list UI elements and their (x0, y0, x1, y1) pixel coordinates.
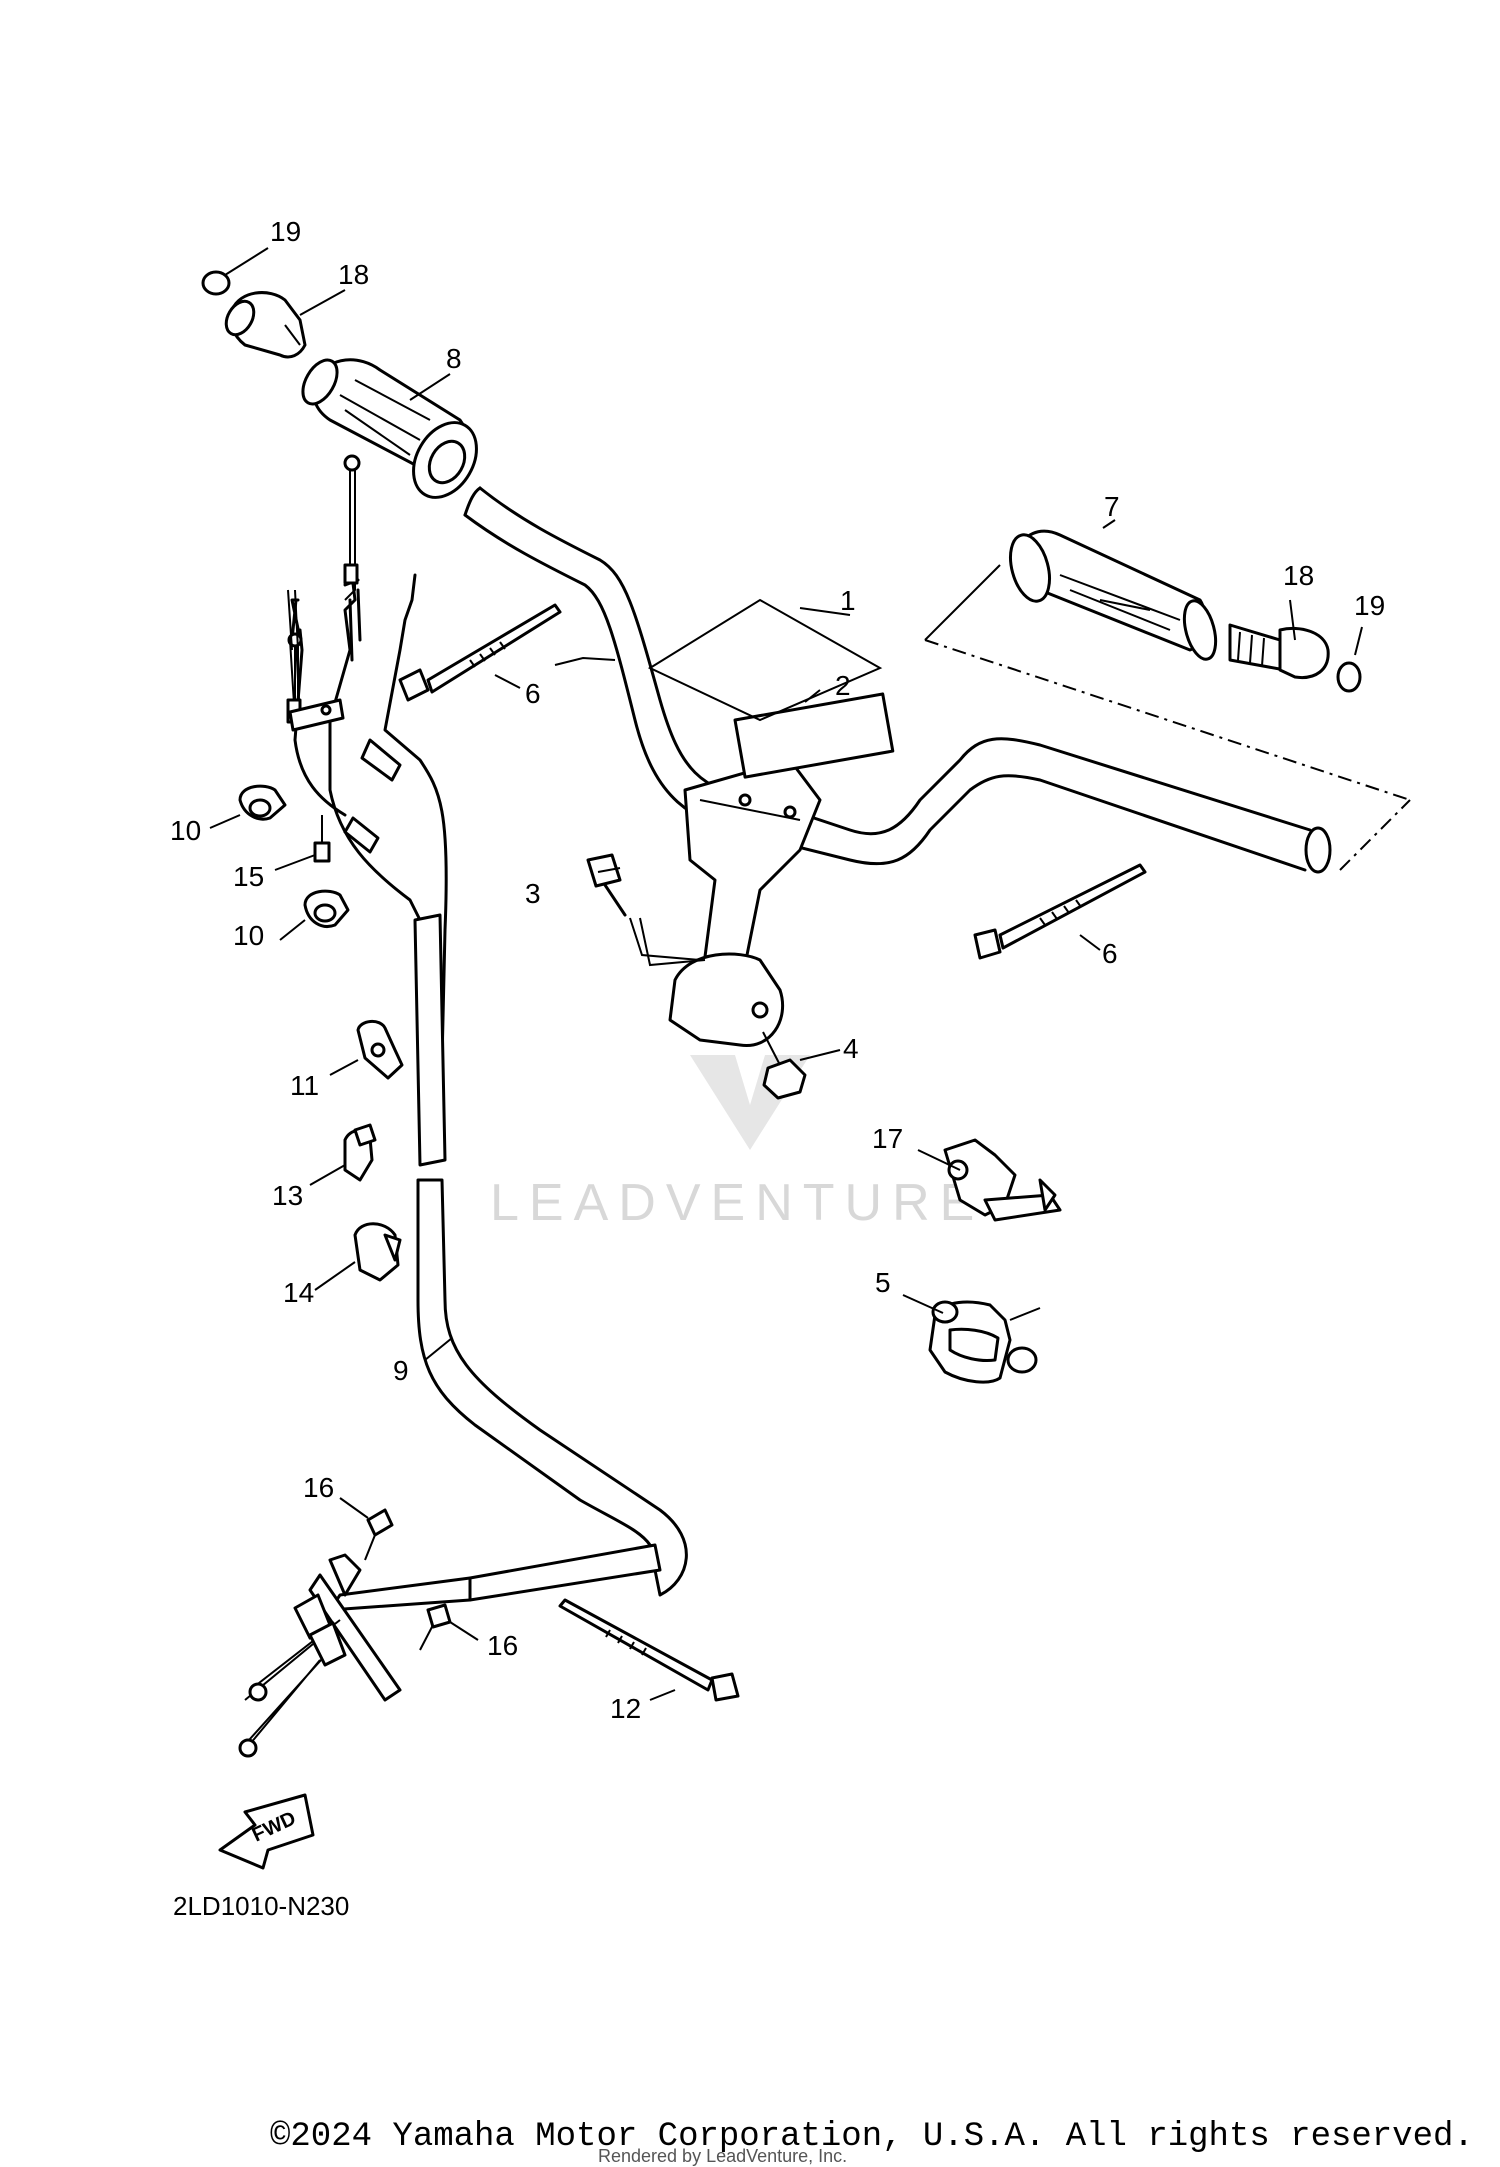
callout-15: 15 (233, 861, 264, 892)
callout-19-right: 19 (1354, 590, 1385, 621)
callout-1: 1 (840, 585, 856, 616)
switch-17 (943, 1138, 1062, 1222)
nut-4 (762, 1031, 807, 1100)
callout-5: 5 (875, 1267, 891, 1298)
throttle-cable (238, 573, 688, 1758)
fwd-arrow-icon: FWD (218, 1793, 315, 1870)
callouts: 19 18 8 1 2 6 6 7 18 19 3 4 17 5 10 15 1… (170, 216, 1385, 1724)
handlebar-holder (668, 758, 822, 1047)
bolt-16-lower (419, 1603, 452, 1651)
callout-9: 9 (393, 1355, 409, 1386)
callout-11: 11 (290, 1070, 319, 1101)
callout-18-left: 18 (338, 259, 369, 290)
cable-tie-upper (398, 603, 562, 702)
callout-16-lower: 16 (487, 1630, 518, 1661)
callout-16-upper: 16 (303, 1472, 334, 1503)
callout-7: 7 (1104, 491, 1120, 522)
callout-6-upper: 6 (525, 678, 541, 709)
bar-end-weight-right (1228, 623, 1330, 680)
grip-right (1009, 529, 1218, 661)
callout-12: 12 (610, 1693, 641, 1724)
bar-end-cap-right (1336, 661, 1362, 693)
upper-cable-ends (286, 454, 402, 854)
callout-19-left: 19 (270, 216, 301, 247)
callout-14: 14 (283, 1277, 314, 1308)
grip-left (301, 358, 478, 499)
assembly-lines (639, 564, 1411, 967)
handlebar-pad (733, 692, 895, 779)
callout-13: 13 (272, 1180, 303, 1211)
clamp-10-lower (303, 889, 350, 928)
callout-10-lower: 10 (233, 920, 264, 951)
drawing-code: 2LD1010-N230 (173, 1891, 349, 1921)
bolt-3 (586, 853, 701, 961)
callout-4: 4 (843, 1033, 859, 1064)
bolt-16-upper (364, 1508, 394, 1561)
lever-5 (928, 1300, 1041, 1384)
watermark-text: LEADVENTURE (490, 1174, 984, 1232)
clip-11 (356, 1020, 404, 1080)
watermark: LEADVENTURE (490, 1055, 984, 1232)
callout-17: 17 (872, 1123, 903, 1154)
cable-tie-right (973, 863, 1147, 960)
rendered-by-notice: Rendered by LeadVenture, Inc. (598, 2146, 848, 2166)
copyright-notice: ©2024 Yamaha Motor Corporation, U.S.A. A… (270, 2118, 1474, 2156)
bar-end-weight-left (224, 291, 307, 359)
callout-8: 8 (446, 343, 462, 374)
clip-14 (353, 1222, 402, 1282)
handlebar (463, 486, 1332, 874)
callout-3: 3 (525, 878, 541, 909)
clip-13 (343, 1123, 377, 1182)
bar-end-cap-left (201, 270, 231, 296)
callout-18-right: 18 (1283, 560, 1314, 591)
callout-10-upper: 10 (170, 815, 201, 846)
callout-2: 2 (835, 670, 851, 701)
leader-lines (209, 247, 1363, 1701)
screw-15 (313, 815, 331, 863)
cable-tie-12 (558, 1598, 740, 1702)
clamp-10-upper (238, 784, 287, 821)
callout-6-right: 6 (1102, 938, 1118, 969)
